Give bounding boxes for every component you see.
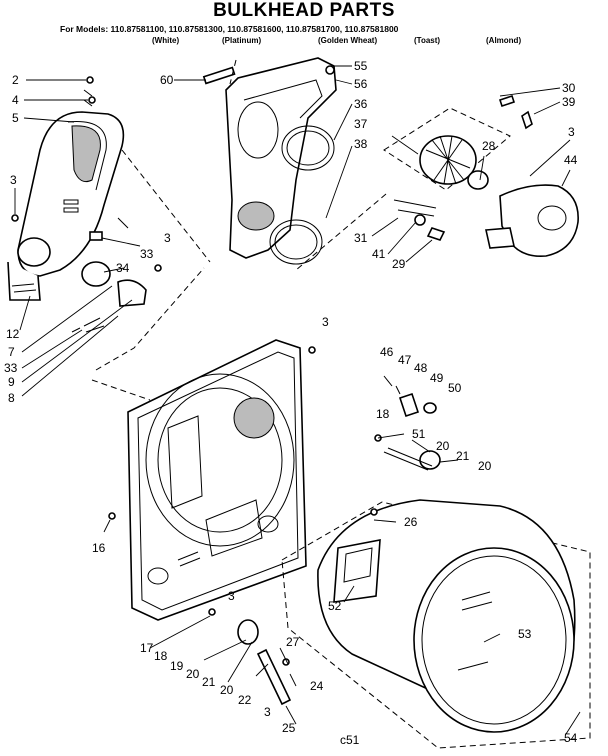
callout-18-a: 18 (376, 407, 390, 421)
callout-41: 41 (372, 247, 386, 261)
callout-labels: 2 4 5 3 3 33 34 12 7 33 9 8 60 55 56 36 … (4, 59, 578, 747)
color-almond: (Almond) (486, 36, 522, 45)
callout-39: 39 (562, 95, 576, 109)
assembly-leader-lines (91, 59, 387, 401)
callout-leaders (14, 65, 581, 735)
blower-fan-assembly (383, 94, 579, 258)
callout-47: 47 (398, 353, 412, 367)
callout-49: 49 (430, 371, 444, 385)
callout-36: 36 (354, 97, 368, 111)
callout-20-b: 20 (478, 459, 492, 473)
drum-support-parts (374, 375, 441, 471)
callout-48: 48 (414, 361, 428, 375)
callout-30: 30 (562, 81, 576, 95)
callout-60: 60 (160, 73, 174, 87)
callout-9: 9 (8, 375, 15, 389)
callout-34: 34 (116, 261, 130, 275)
callout-17: 17 (140, 641, 154, 655)
color-toast: (Toast) (414, 36, 441, 45)
callout-3-b: 3 (164, 231, 171, 245)
color-golden-wheat: (Golden Wheat) (318, 36, 378, 45)
page-title: BULKHEAD PARTS (213, 0, 395, 21)
callout-55: 55 (354, 59, 368, 73)
callout-3-e: 3 (228, 589, 235, 603)
callout-46: 46 (380, 345, 394, 359)
callout-20-d: 20 (220, 683, 234, 697)
callout-5: 5 (12, 111, 19, 125)
callout-27: 27 (286, 635, 300, 649)
callout-4: 4 (12, 93, 19, 107)
callout-26: 26 (404, 515, 418, 529)
callout-44: 44 (564, 153, 578, 167)
callout-33-b: 33 (4, 361, 18, 375)
color-white: (White) (152, 36, 180, 45)
callout-3-a: 3 (10, 173, 17, 187)
callout-7: 7 (8, 345, 15, 359)
callout-53: 53 (518, 627, 532, 641)
callout-21-a: 21 (456, 449, 470, 463)
callout-52: 52 (328, 599, 342, 613)
color-platinum: (Platinum) (222, 36, 262, 45)
callout-28: 28 (482, 139, 496, 153)
callout-8: 8 (8, 391, 15, 405)
callout-18-b: 18 (154, 649, 168, 663)
callout-22: 22 (238, 693, 252, 707)
callout-24: 24 (310, 679, 324, 693)
callout-38: 38 (354, 137, 368, 151)
callout-21-b: 21 (202, 675, 216, 689)
callout-3-f: 3 (264, 705, 271, 719)
bulkhead-panel (108, 339, 316, 621)
callout-31: 31 (354, 231, 368, 245)
callout-20-c: 20 (186, 667, 200, 681)
callout-16: 16 (92, 541, 106, 555)
drum-assembly (208, 499, 591, 749)
callout-2: 2 (12, 73, 19, 87)
callout-25: 25 (282, 721, 296, 735)
callout-56: 56 (354, 77, 368, 91)
callout-50: 50 (448, 381, 462, 395)
footer-code: c51 (340, 733, 360, 747)
callout-3-c: 3 (568, 125, 575, 139)
callout-3-d: 3 (322, 315, 329, 329)
callout-33-a: 33 (140, 247, 154, 261)
callout-12: 12 (6, 327, 20, 341)
callout-51: 51 (412, 427, 426, 441)
duct-assembly (202, 57, 337, 265)
blower-housing-cover (7, 76, 162, 333)
callout-20-a: 20 (436, 439, 450, 453)
model-numbers: For Models: 110.87581100, 110.87581300, … (60, 24, 399, 34)
callout-37: 37 (354, 117, 368, 131)
callout-29: 29 (392, 257, 406, 271)
callout-19: 19 (170, 659, 184, 673)
callout-54: 54 (564, 731, 578, 745)
